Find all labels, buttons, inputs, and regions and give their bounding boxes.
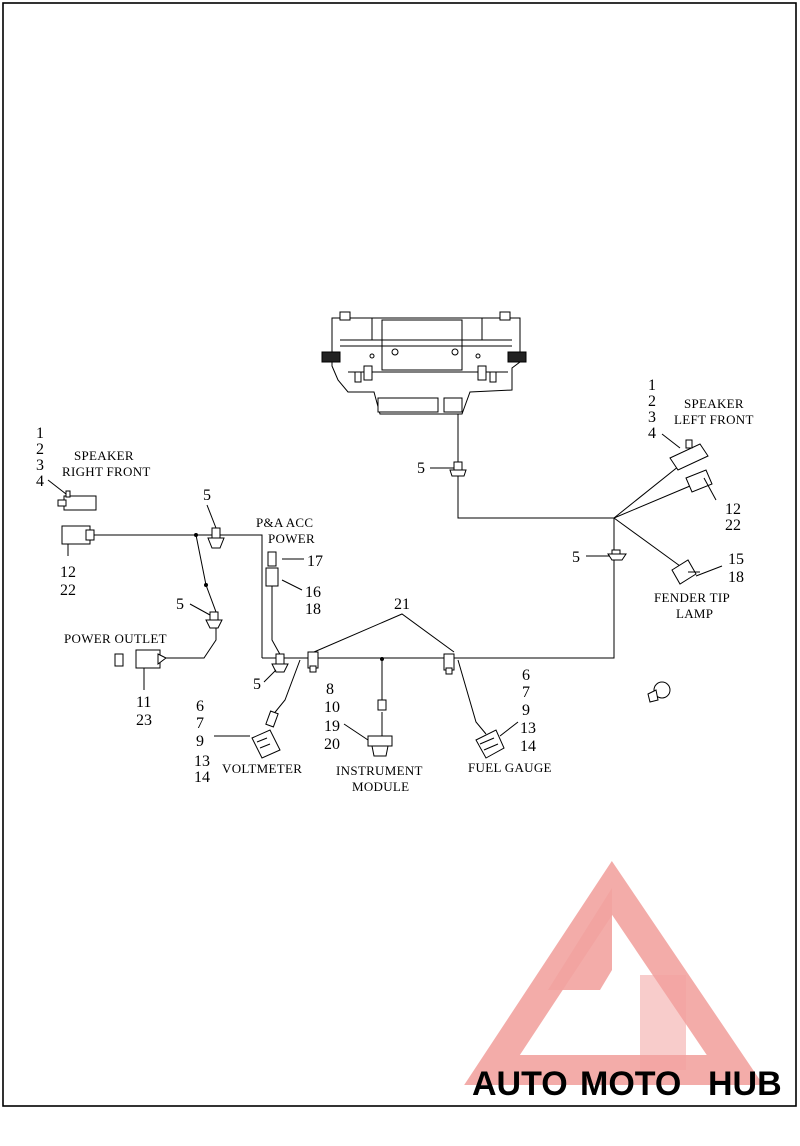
callout-inst-19: 19	[324, 718, 340, 735]
callout-fender-18: 18	[728, 569, 744, 586]
callout-speaker-rf-4: 4	[36, 473, 44, 490]
label-fender-line2: LAMP	[676, 606, 713, 621]
callout-speaker-lf-1: 1	[648, 377, 656, 394]
callout-fuel-6: 6	[522, 667, 530, 684]
callout-clip-bottom-left: 5	[253, 676, 261, 693]
callout-pa-18: 18	[305, 601, 321, 618]
callout-fuel-14: 14	[520, 738, 536, 755]
loose-clamp-icon	[647, 681, 671, 703]
watermark-hub: HUB	[708, 1065, 782, 1103]
harness-node-dot	[194, 533, 198, 537]
page-border	[2, 2, 797, 1107]
label-fuel-gauge: FUEL GAUGE	[468, 760, 552, 775]
callout-speaker-rf-3: 3	[36, 457, 44, 474]
callout-volt-7: 7	[196, 715, 204, 732]
callout-volt-6: 6	[196, 698, 204, 715]
label-fender-line1: FENDER TIP	[654, 590, 730, 605]
voltmeter-icon	[251, 710, 281, 759]
harness-node-dot	[204, 583, 208, 587]
callout-speaker-lf-3: 3	[648, 409, 656, 426]
callout-outlet-23: 23	[136, 712, 152, 729]
triangle-logo-icon	[464, 860, 764, 1085]
callout-clip-main: 5	[417, 460, 425, 477]
callout-speaker-rf-12: 12	[60, 564, 76, 581]
callout-inst-8: 8	[326, 681, 334, 698]
pa-acc-power-connector-icon	[265, 551, 279, 587]
callout-fuel-7: 7	[522, 684, 530, 701]
callout-inst-10: 10	[324, 699, 340, 716]
label-instrument-line1: INSTRUMENT	[336, 763, 423, 778]
instrument-bracket	[321, 311, 527, 415]
leader-lines	[47, 433, 723, 741]
callout-speaker-lf-2: 2	[648, 393, 656, 410]
speaker-left-front-connector-icon	[669, 439, 713, 493]
callout-clip-mid-left: 5	[176, 596, 184, 613]
callout-harness-21: 21	[394, 596, 410, 613]
callout-pa-16: 16	[305, 584, 321, 601]
watermark-auto: AUTO	[472, 1065, 568, 1103]
speaker-right-front-connector-icon	[57, 490, 97, 545]
callout-clip-upper-left: 5	[203, 487, 211, 504]
harness-wires	[90, 414, 691, 736]
callout-volt-13: 13	[194, 753, 210, 770]
callout-volt-9: 9	[196, 733, 204, 750]
harness-fitting-right-icon	[443, 653, 455, 675]
callout-speaker-rf-22: 22	[60, 582, 76, 599]
label-speaker-lf-line1: SPEAKER	[684, 396, 744, 411]
label-speaker-rf-line2: RIGHT FRONT	[62, 464, 151, 479]
watermark-moto: MOTO	[580, 1065, 681, 1103]
callout-volt-14: 14	[194, 769, 210, 786]
callout-fuel-9: 9	[522, 702, 530, 719]
callout-pa-17: 17	[307, 553, 323, 570]
clip-bottom-left-icon	[271, 653, 289, 673]
clip-mid-left-icon	[205, 611, 223, 629]
fuel-gauge-icon	[475, 729, 505, 759]
label-power-outlet: POWER OUTLET	[64, 631, 167, 646]
label-speaker-lf-line2: LEFT FRONT	[674, 412, 754, 427]
instrument-module-icon	[367, 699, 393, 757]
callout-clip-right: 5	[572, 549, 580, 566]
callout-speaker-lf-4: 4	[648, 425, 656, 442]
clip-main-icon	[449, 461, 467, 477]
callout-speaker-lf-12: 12	[725, 501, 741, 518]
label-pa-acc-line2: POWER	[268, 531, 315, 546]
callout-fender-15: 15	[728, 551, 744, 568]
clip-right-icon	[607, 549, 627, 561]
callout-fuel-13: 13	[520, 720, 536, 737]
label-voltmeter: VOLTMETER	[222, 761, 302, 776]
label-instrument-line2: MODULE	[352, 779, 409, 794]
automotohub-logo: AUTO MOTO HUB	[464, 860, 782, 1103]
power-outlet-icon	[114, 649, 167, 669]
harness-fitting-left-icon	[307, 651, 319, 673]
callout-outlet-11: 11	[136, 694, 151, 711]
clip-upper-left-icon	[207, 527, 225, 549]
label-pa-acc-line1: P&A ACC	[256, 515, 313, 530]
label-speaker-rf-line1: SPEAKER	[74, 448, 134, 463]
harness-node-dot	[380, 657, 384, 661]
callout-inst-20: 20	[324, 736, 340, 753]
callout-speaker-lf-22: 22	[725, 517, 741, 534]
callout-speaker-rf-1: 1	[36, 425, 44, 442]
callout-speaker-rf-2: 2	[36, 441, 44, 458]
fender-tip-lamp-connector-icon	[671, 559, 700, 585]
